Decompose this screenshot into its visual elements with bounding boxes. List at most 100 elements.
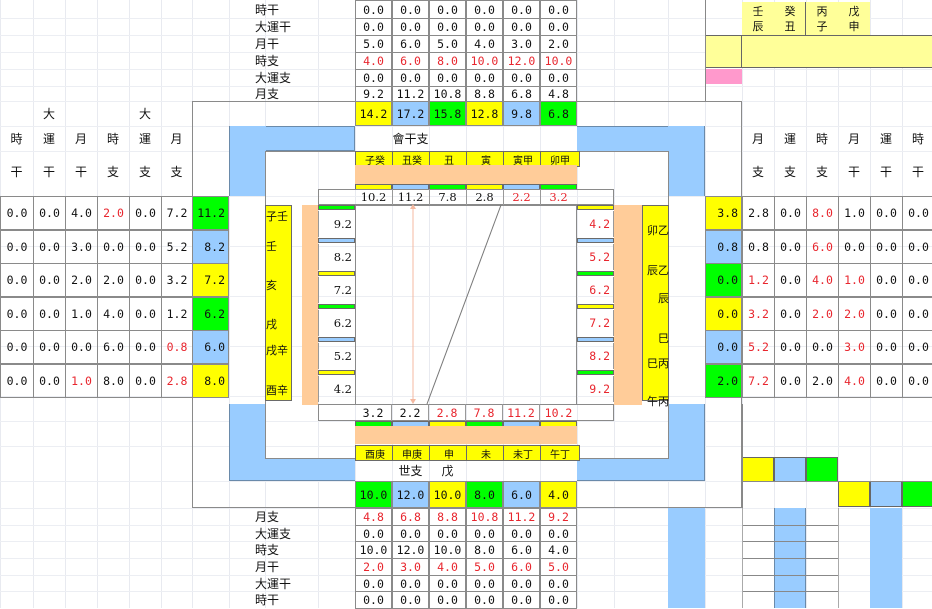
total-cell: 8.0 [466, 481, 503, 508]
total-cell: 6.0 [503, 481, 540, 508]
value-cell: 0.0 [97, 229, 130, 264]
top-value: 2.2 [503, 189, 541, 205]
swatch-green [806, 457, 838, 482]
value-cell: 1.2 [742, 263, 775, 297]
value-cell: 0.0 [392, 525, 429, 542]
value-cell: 0.0 [355, 0, 392, 19]
header-char: 干 [10, 164, 23, 179]
value-cell: 6.0 [503, 541, 540, 559]
value-cell: 0.0 [33, 363, 66, 398]
stem-char: 丙 [816, 4, 828, 18]
branch-label: 卯乙 [647, 224, 669, 237]
value-cell: 0.0 [429, 18, 466, 36]
row-label: 大運干 [255, 20, 292, 34]
value-cell: 0.0 [429, 0, 466, 19]
row-label: 時干 [255, 593, 280, 607]
value-cell: 5.0 [466, 558, 503, 576]
value-cell: 2.0 [65, 263, 98, 297]
total-cell: 0.8 [705, 229, 742, 264]
value-cell: 0.0 [33, 296, 66, 331]
header-char: 干 [879, 164, 892, 179]
header-char [0, 101, 33, 126]
bottom-value: 10.2 [544, 405, 573, 420]
total-cell: 6.8 [540, 101, 577, 126]
top-header-label: 會干支 [392, 132, 429, 146]
header-char [97, 101, 129, 126]
header-char: 干 [911, 164, 924, 179]
value-cell: 2.0 [97, 263, 130, 297]
value-cell: 0.0 [33, 196, 66, 230]
value-cell: 6.8 [392, 508, 429, 526]
row-label: 大運支 [255, 526, 292, 541]
branch-char: 子 [816, 20, 828, 33]
branch-label: 酉庚 [355, 445, 395, 461]
value-cell: 0.0 [774, 196, 807, 230]
value-cell: 0.0 [0, 196, 34, 230]
branch-label: 午丙 [647, 395, 669, 408]
value-cell: 0.0 [65, 330, 98, 364]
frame-line [742, 404, 743, 508]
value-cell: 6.8 [503, 86, 540, 102]
header-char: 運 [783, 132, 796, 146]
center-square [355, 205, 577, 405]
value-cell: 0.0 [503, 575, 540, 592]
value-cell: 11.2 [503, 508, 540, 526]
value-cell: 0.0 [129, 363, 162, 398]
header-char: 時 [911, 132, 924, 146]
pink-swatch [705, 69, 742, 84]
value-cell: 0.0 [870, 229, 903, 264]
left-value: 9.2 [318, 211, 355, 237]
value-cell: 12.0 [392, 541, 429, 559]
value-cell: 0.0 [774, 263, 807, 297]
header-char: 月 [751, 132, 764, 146]
top-value: 11.2 [392, 189, 430, 205]
value-cell: 0.0 [355, 591, 392, 609]
value-cell: 5.2 [742, 330, 775, 364]
value-cell: 0.0 [902, 363, 932, 398]
value-cell: 0.0 [503, 525, 540, 542]
gridline-vertical [503, 0, 504, 608]
bottom-value: 2.2 [392, 404, 429, 421]
row-label: 月干 [255, 560, 280, 574]
total-cell: 12.0 [392, 481, 429, 508]
color-bar [318, 337, 355, 342]
blue-band-left-bottom [229, 404, 266, 459]
branch-char: 丑 [784, 20, 796, 33]
value-cell: 4.0 [65, 196, 98, 230]
row-label: 月支 [255, 87, 280, 101]
value-cell: 0.0 [540, 18, 577, 36]
total-cell: 10.0 [355, 481, 392, 508]
value-cell: 8.0 [806, 196, 839, 230]
value-cell: 0.0 [902, 296, 932, 331]
bottom-value: 11.2 [503, 404, 540, 421]
header-char: 干 [42, 164, 55, 179]
value-cell: 4.0 [429, 558, 466, 576]
left-value: 6.2 [318, 310, 355, 336]
branch-label: 辰 [658, 292, 669, 305]
value-cell: 7.2 [161, 196, 193, 230]
value-cell: 6.0 [503, 558, 540, 576]
value-cell: 3.0 [392, 558, 429, 576]
value-cell: 0.0 [33, 330, 66, 364]
value-cell: 0.0 [902, 263, 932, 297]
pillars-divider [805, 2, 806, 35]
top-value: 3.2 [549, 190, 568, 204]
value-cell: 0.0 [870, 196, 903, 230]
value-cell: 1.0 [838, 196, 871, 230]
value-cell: 0.0 [429, 575, 466, 592]
right-value: 6.2 [577, 277, 614, 303]
value-cell: 10.0 [429, 541, 466, 559]
branch-label: 未 [466, 445, 506, 461]
bottom-value: 7.8 [466, 404, 503, 421]
branch-label: 戌 [266, 318, 277, 331]
value-cell: 4.0 [466, 35, 503, 53]
value-cell: 4.0 [540, 541, 577, 559]
value-cell: 0.0 [129, 229, 162, 264]
right-value: 8.2 [577, 343, 614, 369]
frame-line [838, 508, 839, 608]
header-char: 月 [170, 132, 183, 146]
value-cell: 0.8 [742, 229, 775, 264]
value-cell: 2.0 [806, 363, 839, 398]
peach-band-bottom [355, 426, 577, 444]
value-cell: 0.0 [540, 0, 577, 19]
